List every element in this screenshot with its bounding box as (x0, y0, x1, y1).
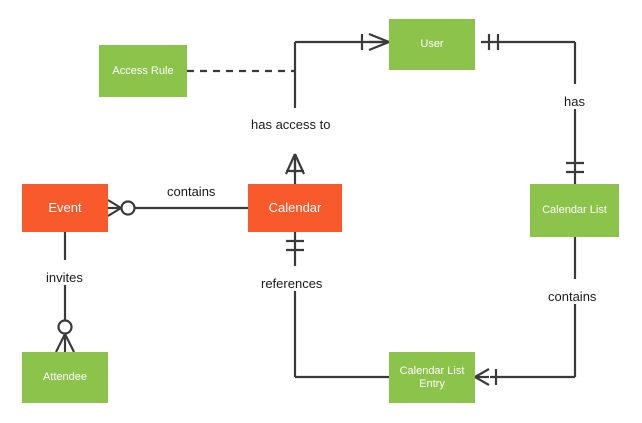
entity-access-rule-label: Access Rule (112, 64, 174, 77)
edge-label-invites: invites (43, 270, 86, 285)
connector-contains-calendarlist-entry (474, 237, 577, 386)
entity-access-rule[interactable]: Access Rule (99, 45, 187, 97)
entity-calendar-label: Calendar (268, 200, 322, 216)
connector-references (286, 232, 389, 379)
connector-has-access-to (284, 32, 390, 184)
edge-label-references: references (258, 276, 326, 291)
edge-label-has-user-calendarlist: has (561, 94, 588, 109)
entity-calendar-list-label: Calendar List (542, 204, 607, 217)
entity-user-label: User (420, 38, 444, 51)
entity-user[interactable]: User (389, 19, 475, 70)
entity-calendar-list-entry[interactable]: Calendar List Entry (389, 352, 475, 403)
entity-event[interactable]: Event (22, 184, 108, 232)
edge-label-contains-event-calendar: contains (164, 184, 219, 199)
entity-attendee-label: Attendee (42, 371, 88, 384)
entity-calendar-list-entry-label: Calendar List Entry (399, 364, 465, 390)
entity-attendee[interactable]: Attendee (22, 352, 108, 403)
edge-label-contains-calendarlist-entry: contains (545, 289, 600, 304)
connector-contains-event-calendar (107, 199, 248, 217)
entity-calendar[interactable]: Calendar (248, 184, 342, 232)
connector-has-user-calendarlist (481, 34, 584, 184)
entity-event-label: Event (48, 200, 82, 216)
connector-invites (55, 232, 75, 353)
edge-label-has-access-to: has access to (248, 117, 334, 132)
entity-calendar-list[interactable]: Calendar List (530, 184, 619, 237)
